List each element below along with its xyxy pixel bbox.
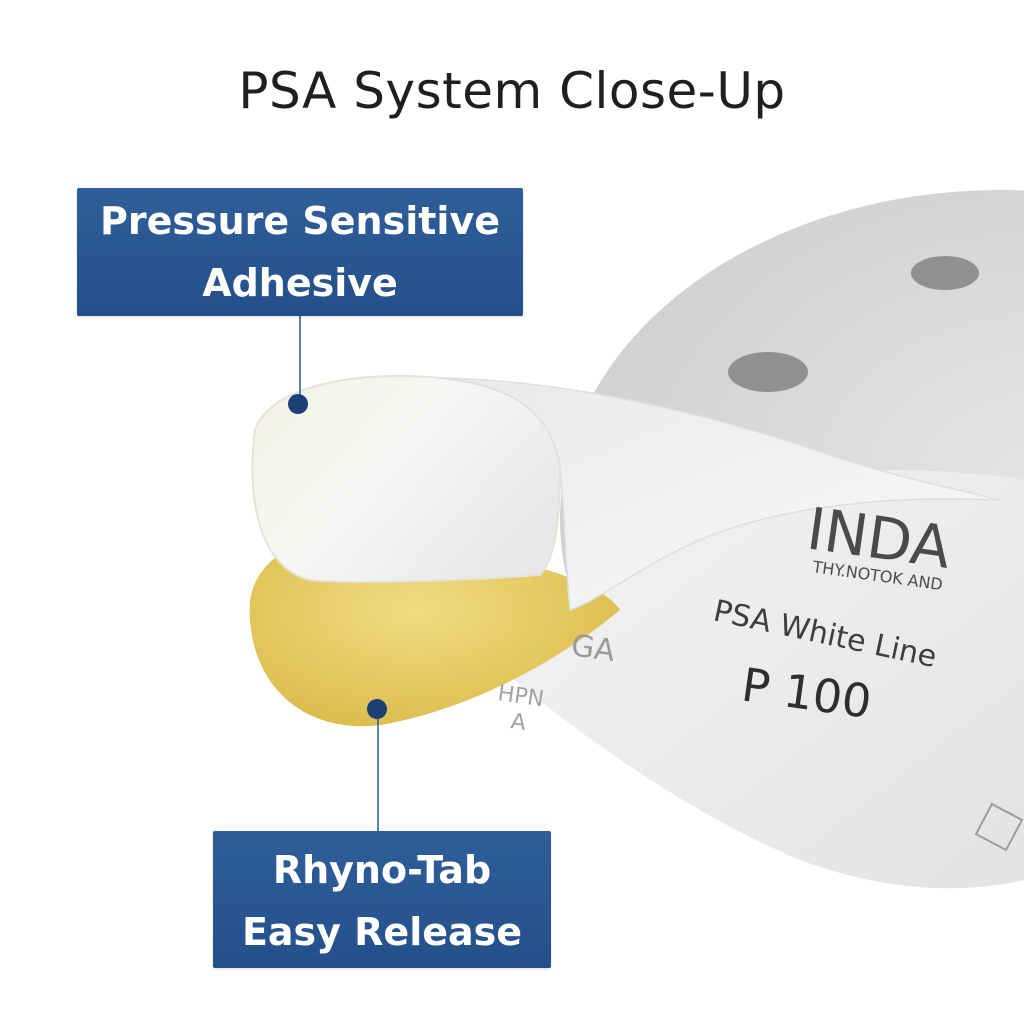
callout-adhesive-line2: Adhesive <box>202 261 398 305</box>
callout-easy-release-line2: Easy Release <box>241 910 523 954</box>
callout-adhesive-line1: Pressure Sensitive <box>100 199 500 243</box>
callout-easy-release: Rhyno-Tab Easy Release <box>213 831 551 968</box>
callout-marker-top <box>288 394 308 414</box>
disc-partial-text: GA <box>569 628 618 669</box>
disc-partial-text: A <box>509 709 527 736</box>
dust-hole <box>728 352 808 392</box>
callout-easy-release-line1: Rhyno-Tab <box>272 848 492 892</box>
callout-marker-bottom <box>367 699 387 719</box>
release-liner-flap <box>251 375 562 584</box>
disc-partial-text: HPN <box>496 681 545 712</box>
dust-hole <box>911 256 979 290</box>
release-liner-curl <box>439 377 1001 612</box>
disc-square-mark <box>974 802 1024 852</box>
page-title: PSA System Close-Up <box>238 62 786 120</box>
callout-adhesive: Pressure Sensitive Adhesive <box>77 188 523 316</box>
